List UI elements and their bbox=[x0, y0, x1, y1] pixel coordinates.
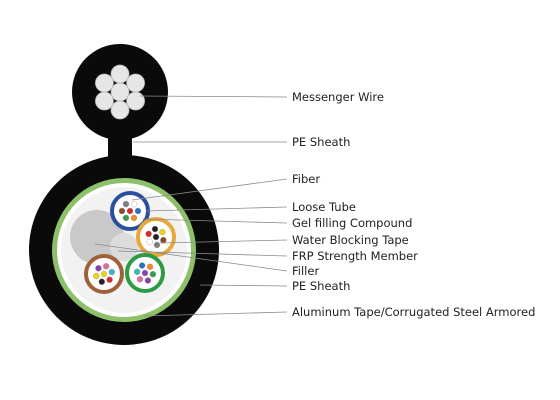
leader-gel-filling bbox=[142, 218, 288, 224]
leader-fiber bbox=[131, 178, 288, 201]
label-gel-filling: Gel filling Compound bbox=[292, 216, 412, 230]
leader-loose-tube bbox=[145, 206, 288, 212]
messenger-strand-center bbox=[110, 82, 130, 102]
label-filler: Filler bbox=[292, 264, 319, 278]
leader-filler bbox=[94, 243, 288, 272]
leader-pe-sheath-inner bbox=[199, 284, 288, 287]
fiber bbox=[146, 238, 153, 246]
fiber bbox=[98, 278, 106, 285]
messenger-strand bbox=[126, 91, 145, 111]
messenger-strand bbox=[95, 73, 114, 93]
fiber bbox=[106, 276, 113, 283]
messenger-strand bbox=[110, 100, 130, 120]
leader-armor bbox=[143, 311, 288, 317]
fiber bbox=[159, 228, 166, 236]
frp-strength-member bbox=[110, 233, 138, 261]
fiber bbox=[102, 263, 110, 270]
fiber bbox=[145, 230, 152, 238]
leader-water-blocking bbox=[159, 239, 288, 244]
leader-frp bbox=[117, 250, 288, 257]
label-pe-sheath-top: PE Sheath bbox=[292, 135, 350, 149]
labels: Messenger Wire PE Sheath Fiber Loose Tub… bbox=[292, 90, 535, 319]
fiber bbox=[93, 272, 100, 280]
messenger-strand bbox=[110, 64, 130, 84]
loose-tubes bbox=[84, 191, 176, 294]
leader-lines bbox=[94, 95, 288, 317]
fiber bbox=[141, 269, 149, 277]
fiber bbox=[149, 271, 157, 278]
messenger-strand bbox=[126, 73, 145, 93]
fiber bbox=[95, 265, 102, 272]
label-water-blocking: Water Blocking Tape bbox=[292, 233, 409, 247]
fiber bbox=[152, 233, 160, 241]
fiber bbox=[153, 241, 161, 249]
messenger-wire-assembly bbox=[72, 44, 168, 140]
label-pe-sheath-inner: PE Sheath bbox=[292, 279, 350, 293]
fiber bbox=[136, 276, 144, 283]
label-loose-tube: Loose Tube bbox=[292, 200, 356, 214]
fiber bbox=[118, 207, 126, 215]
label-frp: FRP Strength Member bbox=[292, 249, 418, 263]
label-messenger-wire: Messenger Wire bbox=[292, 90, 384, 104]
fiber bbox=[134, 207, 142, 215]
messenger-strand bbox=[95, 91, 114, 111]
main-cable bbox=[29, 155, 219, 345]
fiber bbox=[144, 277, 152, 284]
fiber bbox=[108, 268, 115, 276]
messenger-strands bbox=[95, 64, 145, 120]
fiber bbox=[160, 236, 167, 244]
fiber bbox=[122, 214, 130, 222]
fiber bbox=[130, 200, 138, 208]
label-armor: Aluminum Tape/Corrugated Steel Armored bbox=[292, 305, 535, 319]
fiber bbox=[126, 207, 134, 215]
fiber bbox=[122, 200, 130, 208]
leader-messenger-wire bbox=[139, 95, 288, 98]
fiber bbox=[100, 270, 108, 278]
fiber bbox=[151, 225, 159, 233]
fiber bbox=[133, 268, 141, 275]
label-fiber: Fiber bbox=[292, 172, 320, 186]
fiber bbox=[130, 214, 138, 222]
fiber bbox=[138, 262, 146, 269]
fiber bbox=[146, 263, 154, 270]
